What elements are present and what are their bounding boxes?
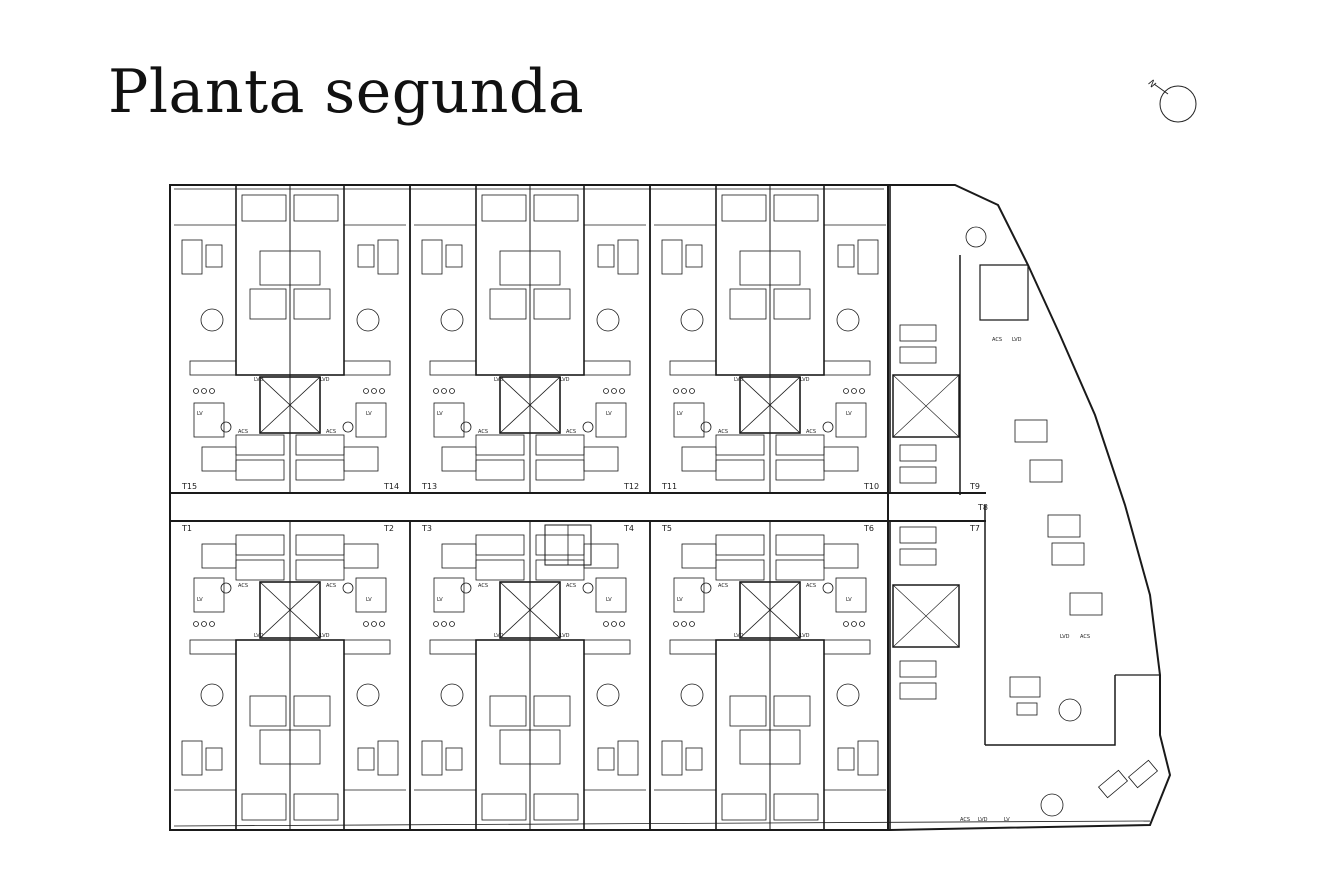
fixture-label: ACS <box>326 429 336 435</box>
fixture-label: LVD <box>800 377 810 383</box>
north-label: N <box>1145 79 1157 91</box>
fixture-label: ACS <box>566 583 576 589</box>
fixture-label: LVD <box>560 633 570 639</box>
fixture-label: LV <box>846 411 852 417</box>
fixture-label: LV <box>366 597 372 603</box>
fixture-label: ACS <box>992 337 1002 343</box>
fixture-label: LV <box>366 411 372 417</box>
apartment-tag: T12 <box>623 482 639 491</box>
apartment-tag: T15 <box>181 482 197 491</box>
fixture-label: ACS <box>960 817 970 823</box>
apartment-module <box>169 522 411 831</box>
apartment-tag: T11 <box>661 482 677 491</box>
fixture-label: ACS <box>1080 634 1090 640</box>
apartment-tag: T8 <box>977 503 988 512</box>
east-elevator-core-lower <box>892 584 960 648</box>
stair <box>544 524 592 566</box>
apartment-module <box>409 522 651 831</box>
fixture-label: LVD <box>1012 337 1022 343</box>
apartment-tag: T7 <box>969 524 980 533</box>
fixture-label: ACS <box>238 583 248 589</box>
east-elevator-core-upper <box>892 374 960 438</box>
page-title: Planta segunda <box>108 57 585 127</box>
fixture-label: LVD <box>734 377 744 383</box>
fixture-label: LV <box>1004 817 1010 823</box>
fixture-label: LV <box>606 411 612 417</box>
fixture-label: LV <box>437 597 443 603</box>
apartment-tag: T13 <box>421 482 437 491</box>
apartment-tag: T1 <box>181 524 192 533</box>
fixture-label: LV <box>197 597 203 603</box>
apartment-tag: T14 <box>383 482 399 491</box>
fixture-label: LV <box>846 597 852 603</box>
fixture-label: LVD <box>494 377 504 383</box>
fixture-label: LV <box>677 411 683 417</box>
fixture-label: LVD <box>320 633 330 639</box>
fixture-label: ACS <box>718 583 728 589</box>
fixture-label: ACS <box>806 583 816 589</box>
apartment-module <box>169 184 411 493</box>
apartment-tag: T2 <box>383 524 394 533</box>
fixture-label: ACS <box>238 429 248 435</box>
fixture-label: LVD <box>254 377 264 383</box>
fixture-label: LVD <box>560 377 570 383</box>
fixture-label: LV <box>197 411 203 417</box>
fixture-label: LV <box>437 411 443 417</box>
building-outline <box>169 184 1172 831</box>
apartment-tag: T10 <box>863 482 879 491</box>
fixture-label: LVD <box>978 817 988 823</box>
fixture-label: LVD <box>734 633 744 639</box>
fixture-label: LVD <box>320 377 330 383</box>
apartment-module <box>649 522 891 831</box>
fixture-label: LVD <box>494 633 504 639</box>
fixture-label: LV <box>606 597 612 603</box>
apartment-module <box>409 184 651 493</box>
apartment-tag: T5 <box>661 524 672 533</box>
fixture-label: ACS <box>326 583 336 589</box>
fixture-label: ACS <box>566 429 576 435</box>
fixture-label: LVD <box>1060 634 1070 640</box>
fixture-label: ACS <box>478 583 488 589</box>
apartment-tag: T4 <box>623 524 634 533</box>
apartment-module <box>649 184 891 493</box>
fixture-label: LVD <box>800 633 810 639</box>
apartment-tag: T6 <box>863 524 874 533</box>
north-arrow-icon: N <box>1145 79 1197 123</box>
fixture-label: LV <box>677 597 683 603</box>
fixture-label: ACS <box>806 429 816 435</box>
fixture-label: ACS <box>718 429 728 435</box>
fixture-label: ACS <box>478 429 488 435</box>
apartment-tag: T3 <box>421 524 432 533</box>
apartment-tag: T9 <box>969 482 980 491</box>
fixture-label: LVD <box>254 633 264 639</box>
